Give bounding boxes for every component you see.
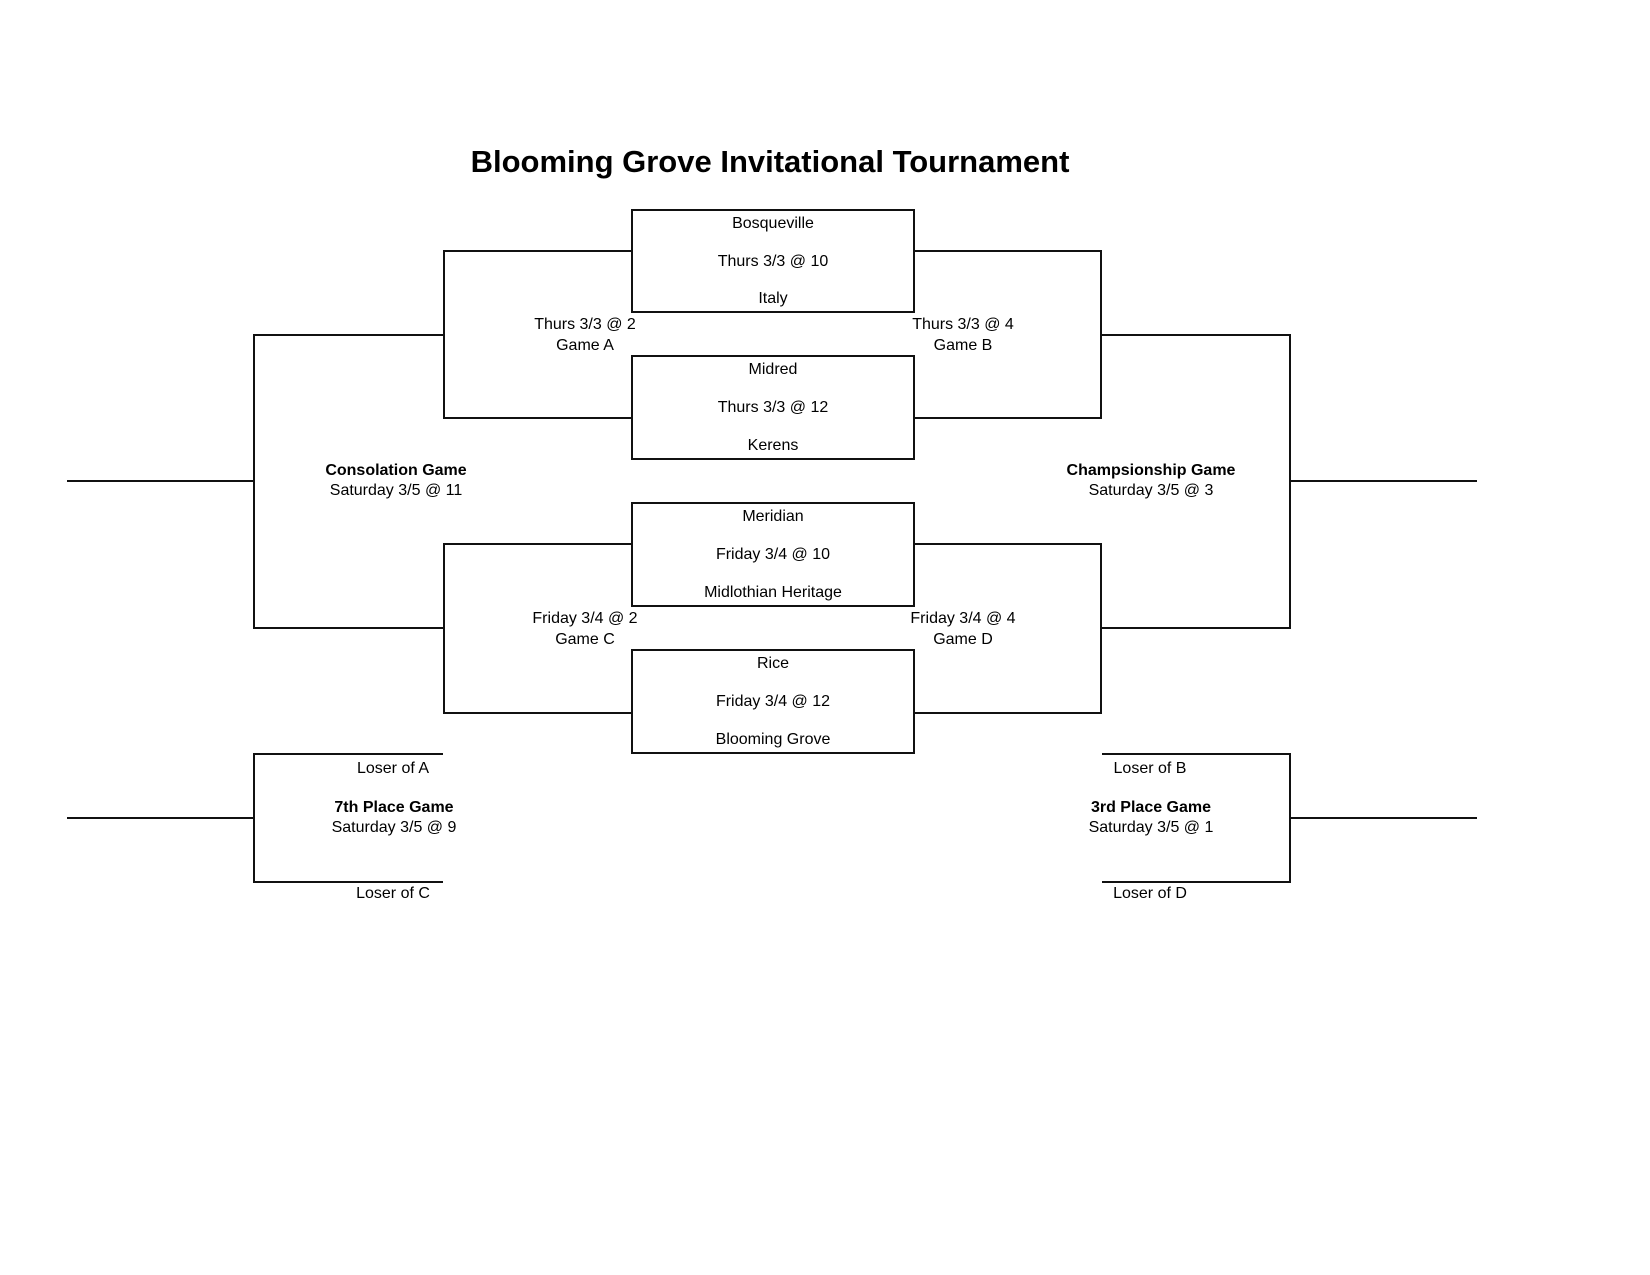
game-c-label: Friday 3/4 @ 2 Game C	[475, 608, 695, 650]
loser-of-a-label: Loser of A	[356, 760, 430, 777]
bracket-line-consolation-top	[253, 334, 445, 336]
team-bottom-label: Kerens	[747, 437, 799, 454]
team-top-label: Rice	[756, 655, 789, 672]
game-b-label: Thurs 3/3 @ 4 Game B	[853, 314, 1073, 356]
game-time-label: Thurs 3/3 @ 10	[717, 252, 829, 270]
team-top-label: Meridian	[742, 508, 804, 525]
game-a-label: Thurs 3/3 @ 2 Game A	[475, 314, 695, 356]
game-time: Friday 3/4 @ 4	[910, 610, 1016, 627]
bracket-line-game-a-bottom	[443, 417, 631, 419]
matchup-box-game-b: Midred Thurs 3/3 @ 12 Kerens	[631, 355, 915, 460]
game-name: Game B	[933, 337, 993, 354]
bracket-line-third-winner-stub	[1289, 817, 1477, 819]
matchup-box-game-a: Bosqueville Thurs 3/3 @ 10 Italy	[631, 209, 915, 313]
bracket-line-game-d-top	[913, 543, 1102, 545]
team-bottom-label: Blooming Grove	[715, 731, 831, 748]
seventh-place-game-label: 7th Place Game Saturday 3/5 @ 9	[264, 798, 524, 838]
bracket-line-game-c-bottom	[443, 712, 631, 714]
game-time-label: Friday 3/4 @ 10	[715, 546, 831, 563]
final-time: Saturday 3/5 @ 1	[1088, 819, 1214, 836]
team-bottom-label: Italy	[758, 290, 788, 307]
loser-of-d-label: Loser of D	[1113, 885, 1187, 902]
game-name: Game C	[555, 631, 615, 648]
game-d-label: Friday 3/4 @ 4 Game D	[853, 608, 1073, 650]
final-name: Consolation Game	[325, 462, 467, 479]
bracket-line-game-d-bottom	[913, 712, 1102, 714]
bracket-line-seventh-bottom	[253, 881, 443, 883]
bracket-line-consolation-winner-stub	[67, 480, 255, 482]
bracket-line-game-b-top	[913, 250, 1102, 252]
bracket-line-consolation-bottom	[253, 627, 445, 629]
matchup-box-game-d: Rice Friday 3/4 @ 12 Blooming Grove	[631, 649, 915, 754]
team-bottom-label: Midlothian Heritage	[704, 584, 842, 601]
bracket-line-seventh-winner-stub	[67, 817, 255, 819]
bracket-line-third-bottom	[1102, 881, 1291, 883]
tournament-title: Blooming Grove Invitational Tournament	[470, 144, 1070, 179]
bracket-line-championship-top	[1100, 334, 1291, 336]
consolation-game-label: Consolation Game Saturday 3/5 @ 11	[266, 461, 526, 501]
team-top-label: Bosqueville	[732, 215, 814, 232]
game-time-label: Thurs 3/3 @ 12	[717, 399, 829, 416]
game-time: Thurs 3/3 @ 4	[912, 316, 1014, 333]
game-name: Game D	[933, 631, 993, 648]
loser-of-c-label: Loser of C	[356, 885, 430, 902]
bracket-line-game-c-top	[443, 543, 631, 545]
third-place-game-label: 3rd Place Game Saturday 3/5 @ 1	[1021, 798, 1281, 838]
final-time: Saturday 3/5 @ 3	[1088, 482, 1214, 499]
final-time: Saturday 3/5 @ 9	[331, 819, 457, 836]
final-name: Champsionship Game	[1066, 462, 1236, 479]
team-top-label: Midred	[748, 361, 798, 378]
final-name: 3rd Place Game	[1090, 799, 1212, 816]
game-name: Game A	[556, 337, 614, 354]
loser-of-b-label: Loser of B	[1113, 760, 1187, 777]
matchup-box-game-c: Meridian Friday 3/4 @ 10 Midlothian Heri…	[631, 502, 915, 607]
game-time-label: Friday 3/4 @ 12	[715, 693, 831, 710]
final-name: 7th Place Game	[334, 799, 454, 816]
bracket-line-seventh-top	[253, 753, 443, 755]
bracket-line-game-b-bottom	[913, 417, 1102, 419]
bracket-line-game-a-top	[443, 250, 631, 252]
bracket-line-championship-winner-stub	[1289, 480, 1477, 482]
final-time: Saturday 3/5 @ 11	[329, 482, 463, 499]
bracket-line-championship-bottom	[1100, 627, 1291, 629]
game-time: Thurs 3/3 @ 2	[534, 316, 636, 333]
championship-game-label: Champsionship Game Saturday 3/5 @ 3	[1021, 461, 1281, 501]
game-time: Friday 3/4 @ 2	[532, 610, 638, 627]
bracket-line-third-top	[1102, 753, 1291, 755]
